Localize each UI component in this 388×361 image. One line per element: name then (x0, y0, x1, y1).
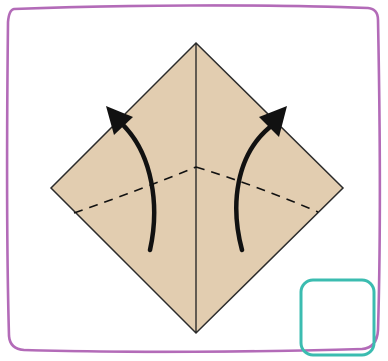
corner-empty-box (301, 280, 374, 355)
paper-diamond (51, 43, 343, 333)
